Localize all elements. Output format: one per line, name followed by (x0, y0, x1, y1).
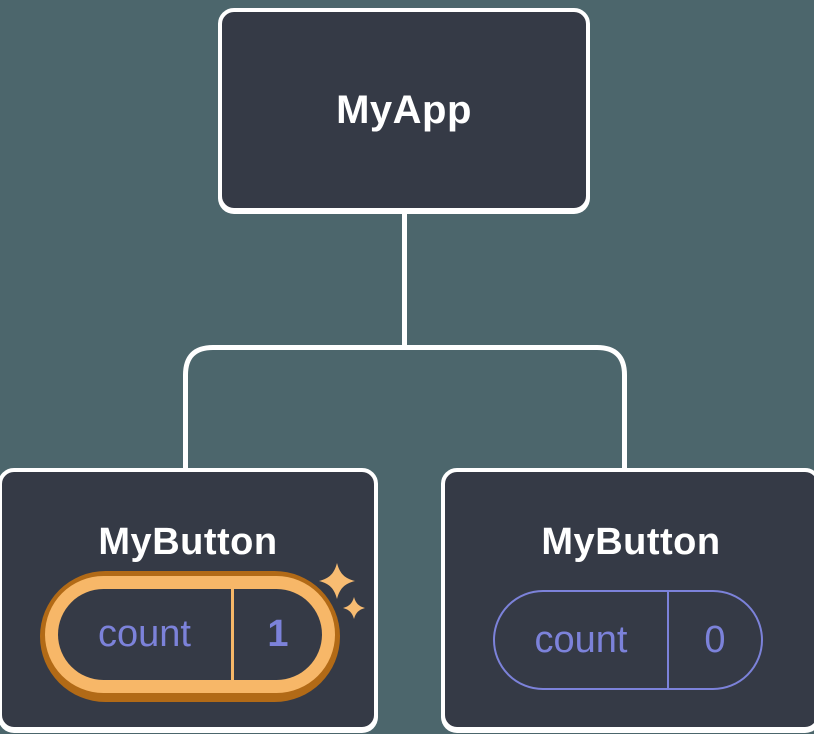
sparkle-icon (319, 563, 365, 619)
node-mybutton-right: MyButton count 0 (441, 468, 814, 731)
state-variable-name: count (58, 589, 234, 680)
node-myapp-label: MyApp (336, 87, 472, 132)
state-pill-highlight-ring: count 1 (45, 576, 335, 693)
node-myapp: MyApp (218, 8, 590, 212)
state-pill-highlighted: count 1 (40, 571, 340, 702)
state-variable-name: count (495, 592, 669, 688)
connector-branch (183, 345, 627, 470)
node-mybutton-left-label: MyButton (98, 521, 278, 563)
state-pill-body: count 1 (58, 589, 322, 680)
state-variable-value: 1 (267, 613, 289, 655)
state-pill: count 0 (493, 590, 763, 690)
node-mybutton-left: MyButton count 1 (0, 468, 378, 731)
node-mybutton-right-label: MyButton (541, 521, 721, 563)
state-variable-value: 0 (704, 618, 726, 661)
